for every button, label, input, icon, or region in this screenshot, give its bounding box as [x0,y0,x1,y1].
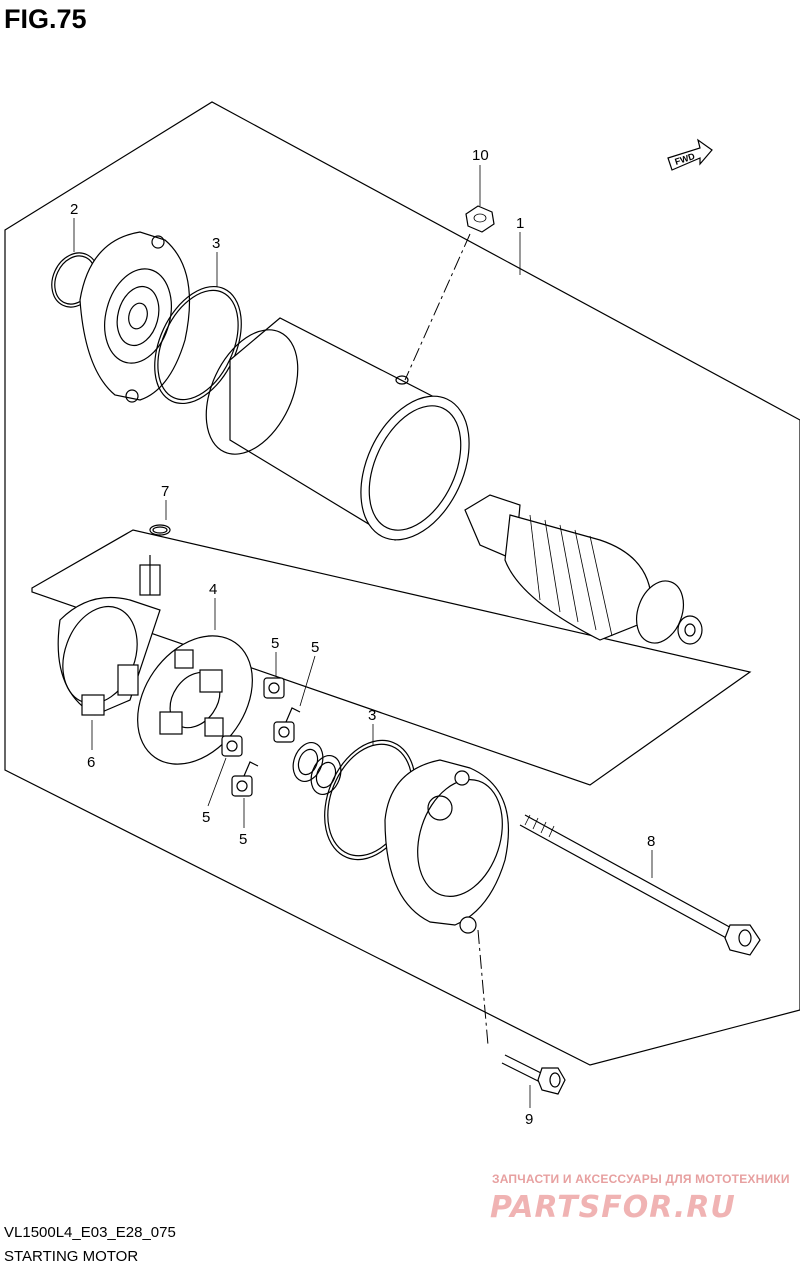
part-5-brush-b [273,707,301,743]
leader-5c [207,757,227,807]
part-5-brush-d [231,761,259,797]
part-6-brush-housing [57,555,161,716]
front-housing [79,231,191,403]
part-5-brush-a [263,677,285,699]
callout-8: 8 [647,833,655,850]
callout-3-lower: 3 [368,707,376,724]
fwd-arrow-icon: FWD [667,138,713,171]
callout-9: 9 [525,1111,533,1128]
callout-2: 2 [70,201,78,218]
part-10-nut [465,205,495,233]
part-8-through-bolt [519,814,761,956]
callout-6: 6 [87,754,95,771]
assembly-outline [4,101,800,1066]
part-9-bolt [501,1054,566,1095]
washer-pair [292,742,342,795]
figure-title: FIG.75 [4,4,87,34]
watermark-tagline: ЗАПЧАСТИ И АКСЕССУАРЫ ДЛЯ МОТОТЕХНИКИ [492,1172,790,1186]
part-1-yoke [205,317,470,541]
callout-7: 7 [161,483,169,500]
drawing-caption: STARTING MOTOR [4,1248,139,1265]
centerline-10 [404,233,471,381]
callout-5-b: 5 [311,639,319,656]
part-4-brush-plate [137,635,253,765]
leader-5b [299,655,316,707]
part-5-brush-c [221,735,243,757]
rear-housing [384,759,509,934]
callout-5-a: 5 [271,635,279,652]
callout-10: 10 [472,147,489,164]
callout-4: 4 [209,581,217,598]
callout-5-c: 5 [202,809,210,826]
drawing-code: VL1500L4_E03_E28_075 [4,1224,176,1241]
part-7-o-ring [149,524,171,536]
watermark-logo: PARTSFOR.RU [490,1190,736,1225]
callout-5-d: 5 [239,831,247,848]
callout-3-upper: 3 [212,235,220,252]
subassembly-outline [31,529,752,786]
callout-1: 1 [516,215,524,232]
centerline-9 [477,929,489,1046]
armature [464,494,703,645]
